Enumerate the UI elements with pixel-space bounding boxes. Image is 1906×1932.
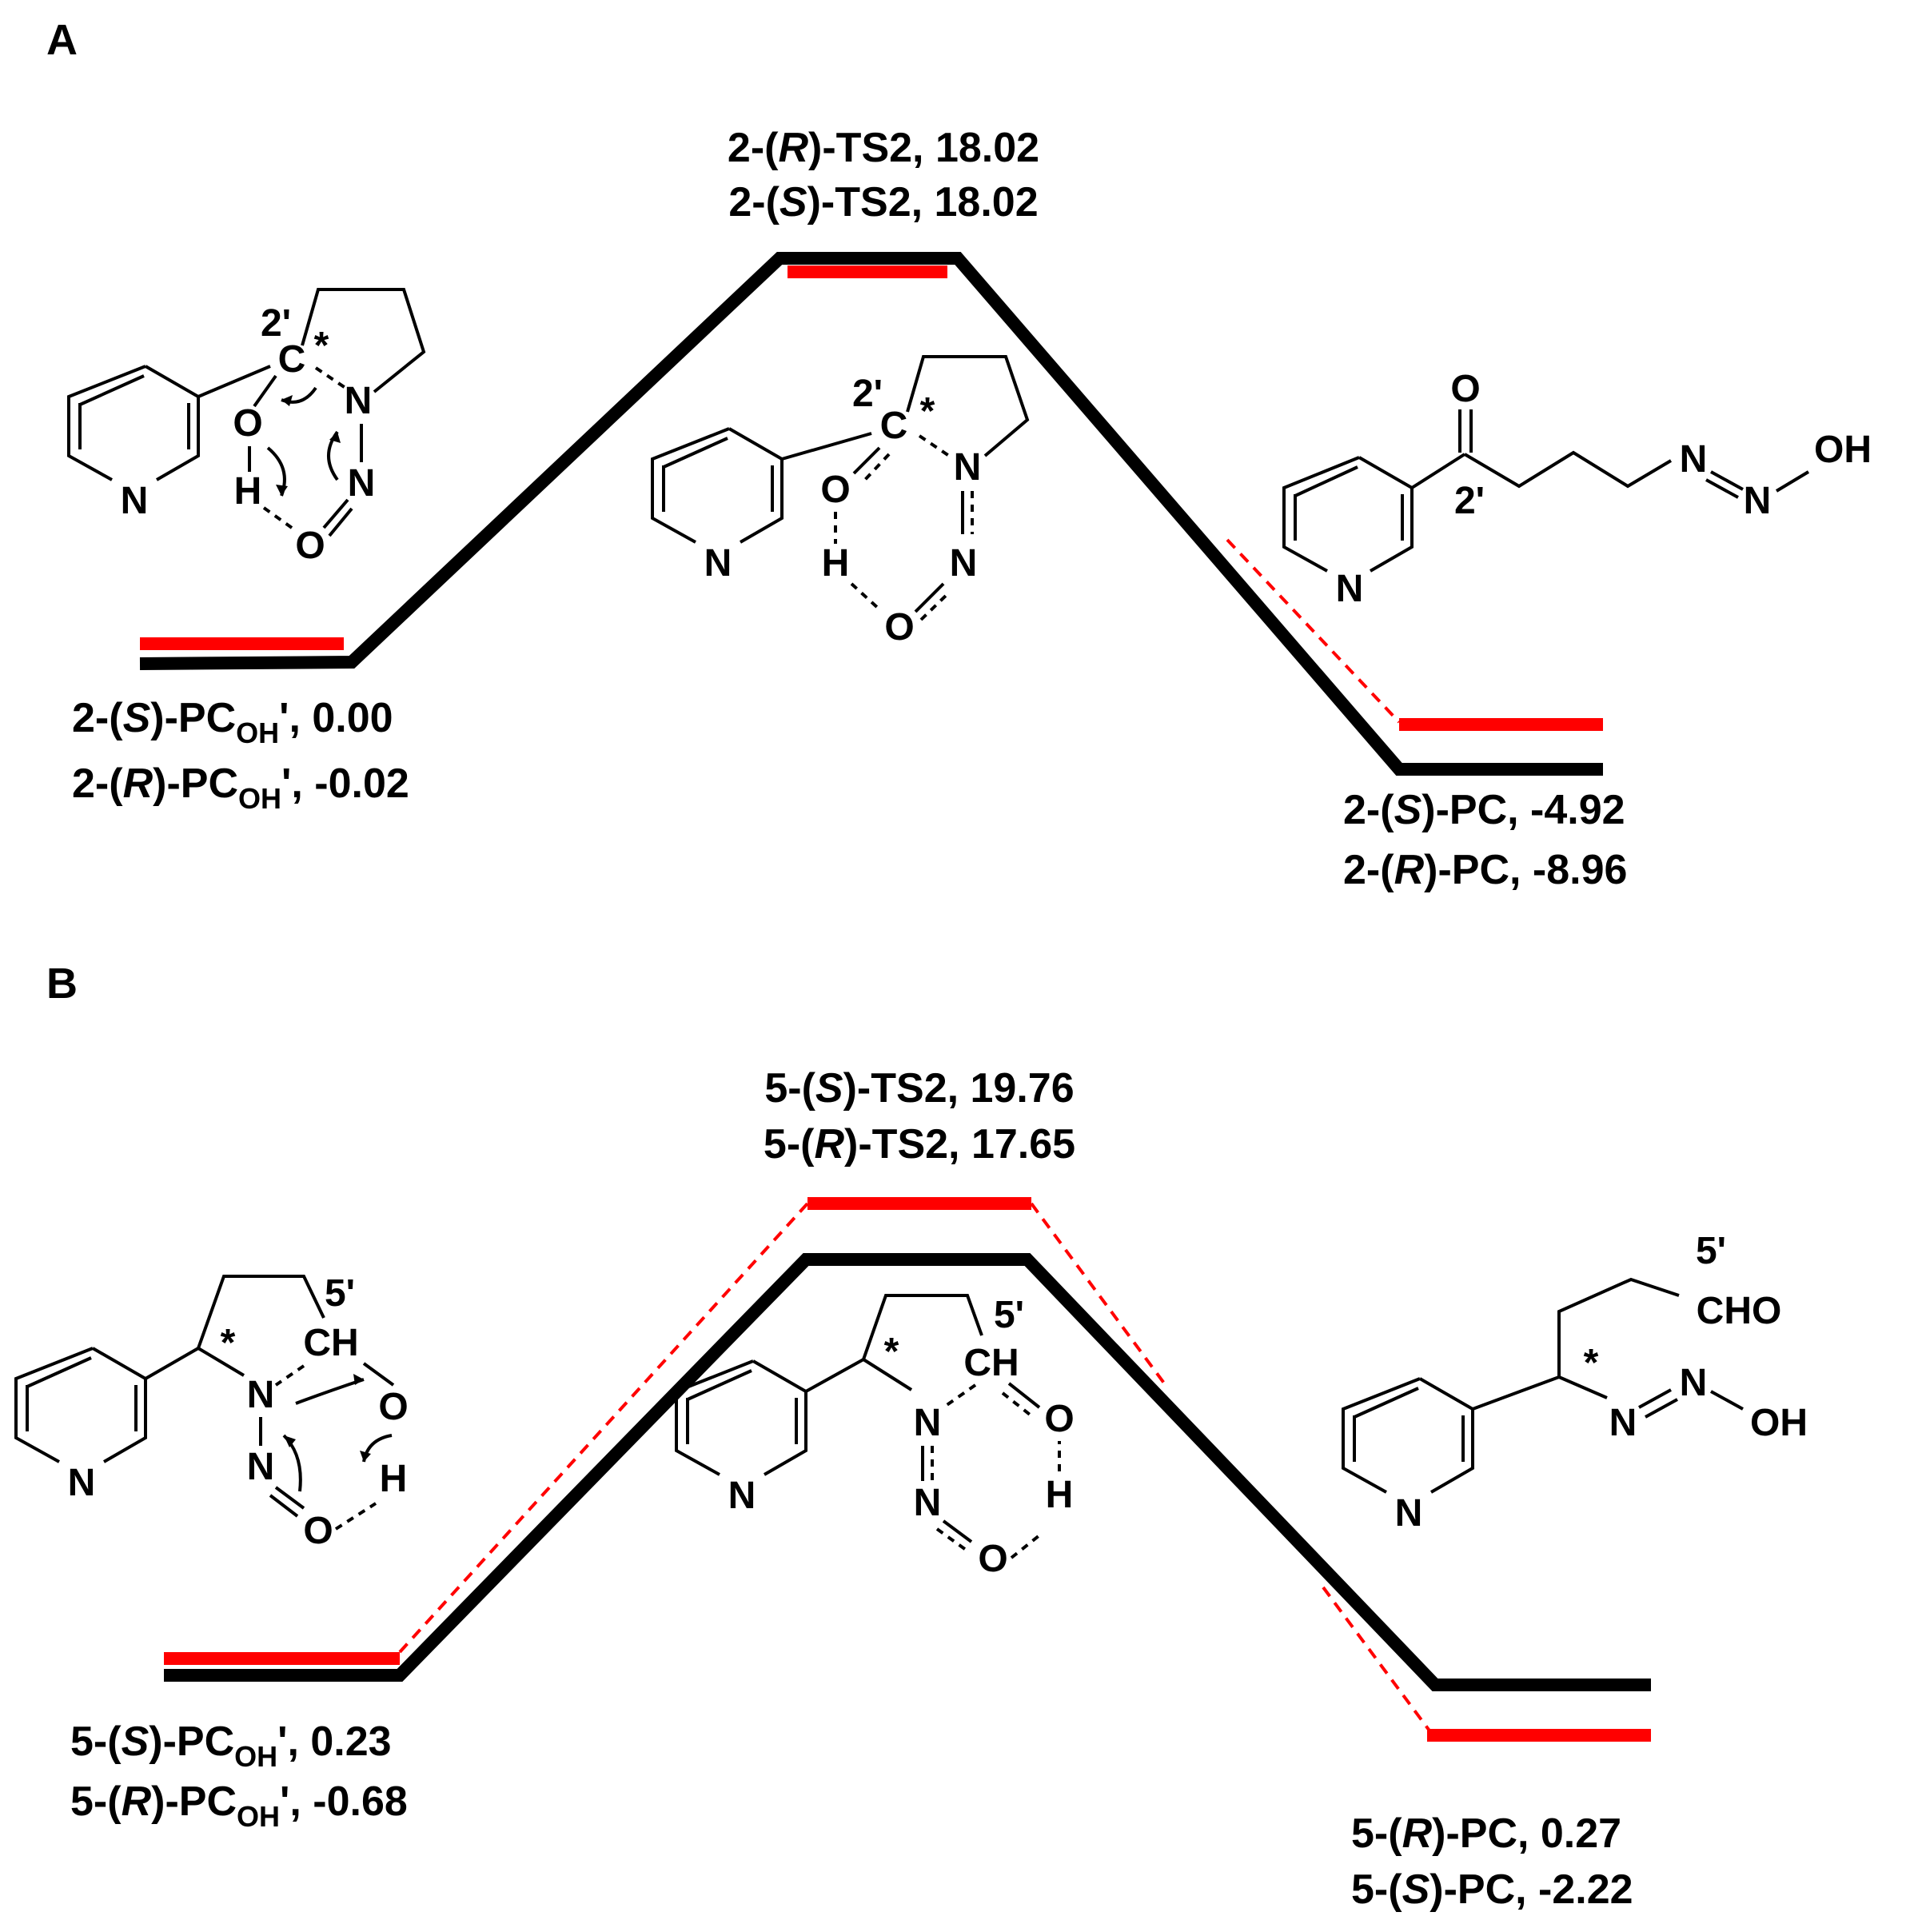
svg-text:O: O	[820, 469, 850, 511]
panel-b-profile	[164, 1197, 1651, 1742]
svg-text:C: C	[278, 338, 306, 381]
svg-text:N: N	[247, 1374, 275, 1416]
svg-text:CH: CH	[963, 1342, 1019, 1384]
panel-label-a: A	[46, 16, 78, 64]
svg-text:*: *	[221, 1322, 236, 1364]
svg-text:C: C	[880, 405, 908, 447]
svg-text:N: N	[1336, 568, 1364, 610]
b-red-dashed-descent-top	[1030, 1202, 1169, 1389]
b-red-dashed-ascent	[398, 1202, 809, 1654]
structure-a-ts: N C * 2' N O H O N	[651, 355, 1030, 649]
svg-text:5-(R)-PCOH', -0.68: 5-(R)-PCOH', -0.68	[70, 1778, 408, 1833]
svg-text:*: *	[920, 390, 935, 433]
structure-b-reactant: N * CH 5' N N O H O	[14, 1272, 409, 1552]
svg-text:5-(S)-TS2, 19.76: 5-(S)-TS2, 19.76	[764, 1065, 1074, 1112]
svg-text:H: H	[1046, 1474, 1074, 1516]
svg-text:OH: OH	[1750, 1402, 1808, 1444]
panel-a-profile	[139, 252, 1603, 776]
svg-text:N: N	[728, 1475, 756, 1517]
svg-text:H: H	[380, 1458, 408, 1500]
svg-text:CH: CH	[303, 1322, 358, 1364]
svg-text:5-(S)-PC, -2.22: 5-(S)-PC, -2.22	[1351, 1866, 1633, 1913]
structure-a-product: N O 2' N N OH	[1282, 368, 1872, 610]
svg-text:N: N	[68, 1462, 96, 1504]
svg-text:*: *	[314, 325, 329, 367]
svg-text:O: O	[295, 525, 325, 567]
svg-text:2-(R)-PCOH', -0.02: 2-(R)-PCOH', -0.02	[72, 760, 409, 815]
b-red-dashed-descent-bottom	[1322, 1586, 1433, 1734]
svg-text:2-(S)-PC, -4.92: 2-(S)-PC, -4.92	[1343, 787, 1625, 833]
svg-text:O: O	[378, 1386, 408, 1428]
svg-text:N: N	[950, 542, 978, 585]
svg-text:N: N	[954, 446, 982, 489]
svg-text:5': 5'	[1696, 1230, 1726, 1272]
svg-text:N: N	[121, 480, 149, 522]
svg-text:H: H	[822, 542, 850, 585]
svg-text:2-(S)-TS2, 18.02: 2-(S)-TS2, 18.02	[728, 179, 1038, 226]
a-black-pathway	[139, 252, 1603, 776]
svg-text:5-(S)-PCOH', 0.23: 5-(S)-PCOH', 0.23	[70, 1718, 392, 1773]
svg-text:2': 2'	[852, 373, 883, 415]
svg-text:2': 2'	[1454, 480, 1485, 522]
svg-text:N: N	[704, 542, 732, 585]
svg-text:O: O	[233, 402, 262, 445]
svg-text:N: N	[348, 462, 376, 505]
svg-text:N: N	[1395, 1492, 1423, 1535]
svg-text:O: O	[1450, 368, 1480, 410]
structure-b-ts: N * CH 5' N N O H O	[675, 1294, 1075, 1580]
b-reactant-label: 5-(S)-PCOH', 0.23 5-(R)-PCOH', -0.68	[70, 1718, 408, 1833]
svg-text:O: O	[1044, 1398, 1074, 1440]
svg-text:N: N	[1744, 480, 1772, 522]
svg-text:5': 5'	[325, 1272, 355, 1315]
svg-text:2-(R)-PC, -8.96: 2-(R)-PC, -8.96	[1343, 847, 1627, 893]
structure-a-reactant: N C * 2' N O H O N	[67, 288, 426, 567]
svg-text:5-(R)-TS2, 17.65: 5-(R)-TS2, 17.65	[764, 1121, 1075, 1168]
svg-text:5': 5'	[994, 1294, 1024, 1336]
structure-b-product: N * CHO 5' N N OH	[1342, 1230, 1808, 1535]
a-red-dashed-descent	[1226, 538, 1401, 724]
svg-text:5-(R)-PC, 0.27: 5-(R)-PC, 0.27	[1351, 1810, 1621, 1857]
a-ts-label: 2-(R)-TS2, 18.02 2-(S)-TS2, 18.02	[728, 125, 1039, 226]
svg-text:N: N	[1680, 1362, 1708, 1404]
svg-text:N: N	[914, 1482, 942, 1524]
svg-text:2': 2'	[261, 302, 291, 345]
svg-text:N: N	[1609, 1402, 1637, 1444]
svg-text:O: O	[978, 1538, 1007, 1580]
b-product-label: 5-(R)-PC, 0.27 5-(S)-PC, -2.22	[1351, 1810, 1633, 1913]
svg-text:H: H	[234, 470, 262, 513]
a-reactant-label: 2-(S)-PCOH', 0.00 2-(R)-PCOH', -0.02	[72, 695, 409, 815]
svg-text:2-(S)-PCOH', 0.00: 2-(S)-PCOH', 0.00	[72, 695, 393, 749]
svg-text:OH: OH	[1814, 429, 1872, 471]
svg-text:O: O	[884, 606, 914, 649]
svg-text:*: *	[884, 1331, 899, 1373]
b-ts-label: 5-(S)-TS2, 19.76 5-(R)-TS2, 17.65	[764, 1065, 1075, 1168]
panel-label-b: B	[46, 960, 78, 1008]
b-black-pathway	[164, 1253, 1651, 1691]
svg-text:N: N	[247, 1446, 275, 1488]
svg-text:CHO: CHO	[1697, 1290, 1782, 1332]
svg-text:N: N	[1680, 438, 1708, 481]
a-product-label: 2-(S)-PC, -4.92 2-(R)-PC, -8.96	[1343, 787, 1627, 893]
svg-text:N: N	[345, 380, 373, 422]
svg-text:*: *	[1584, 1342, 1599, 1384]
svg-text:O: O	[303, 1510, 333, 1552]
svg-text:2-(R)-TS2, 18.02: 2-(R)-TS2, 18.02	[728, 125, 1039, 171]
svg-text:N: N	[914, 1402, 942, 1444]
